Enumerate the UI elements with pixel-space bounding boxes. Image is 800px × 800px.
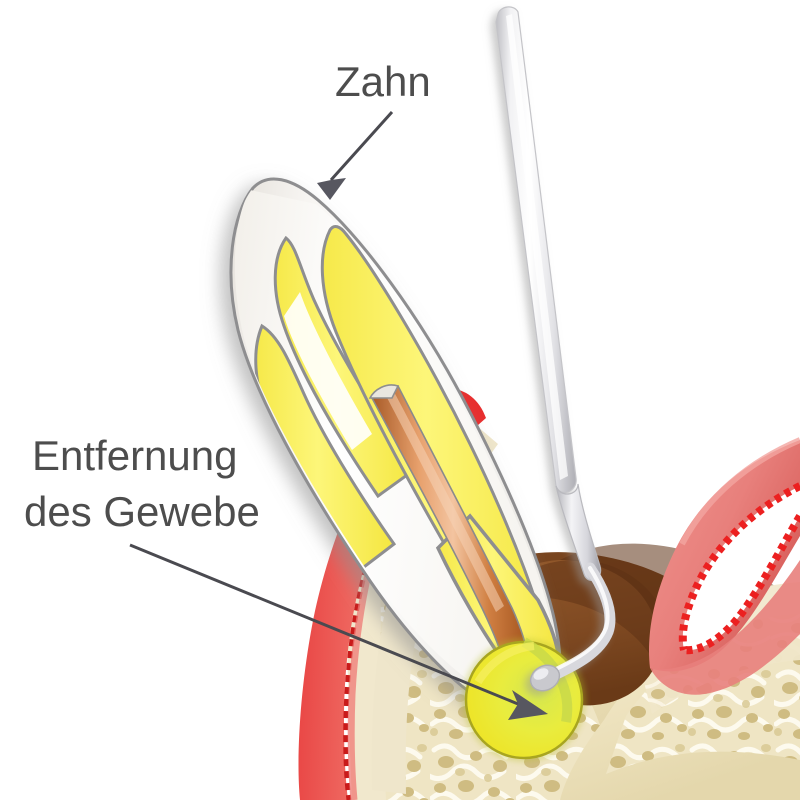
annotation-zahn: Zahn	[317, 58, 431, 200]
curette-tip-highlight	[533, 668, 549, 680]
gingiva-right-sulcus	[682, 486, 800, 651]
post-highlight	[384, 388, 504, 612]
arrowhead-zahn	[317, 178, 346, 200]
label-entfernung-line1: Entfernung	[32, 432, 238, 479]
periodontal-ligament-cream	[371, 420, 498, 794]
lesion-highlight	[474, 642, 535, 685]
label-entfernung-line2: des Gewebe	[24, 488, 260, 535]
periapical-dark-shade	[540, 559, 668, 668]
curette-shank-highlight	[552, 566, 610, 672]
post-head	[368, 384, 400, 399]
dentin-stripe	[284, 292, 372, 450]
gingiva-right-serration-inner	[683, 513, 800, 655]
gingiva-right-skirt	[650, 560, 800, 695]
gingiva-right-highlight	[679, 437, 800, 546]
annotation-layer: Zahn Entfernung des Gewebe	[24, 58, 548, 720]
leader-line-zahn	[329, 110, 394, 182]
curette-instrument-group[interactable]	[495, 6, 616, 696]
gutta-percha-post-group	[368, 384, 529, 669]
label-zahn: Zahn	[335, 58, 431, 105]
gingiva-right-group	[649, 437, 800, 695]
leader-line-entfernung	[129, 543, 519, 706]
pulp-horn-upper	[273, 235, 417, 499]
curette-neck	[555, 483, 602, 582]
annotation-entfernung: Entfernung des Gewebe	[24, 432, 548, 720]
arrowhead-entfernung	[508, 690, 548, 720]
gingiva-right-serration-outer	[678, 482, 800, 651]
curette-handle-highlight	[506, 14, 568, 480]
periodontal-layer	[371, 420, 498, 794]
gingiva-left-body	[298, 388, 452, 800]
